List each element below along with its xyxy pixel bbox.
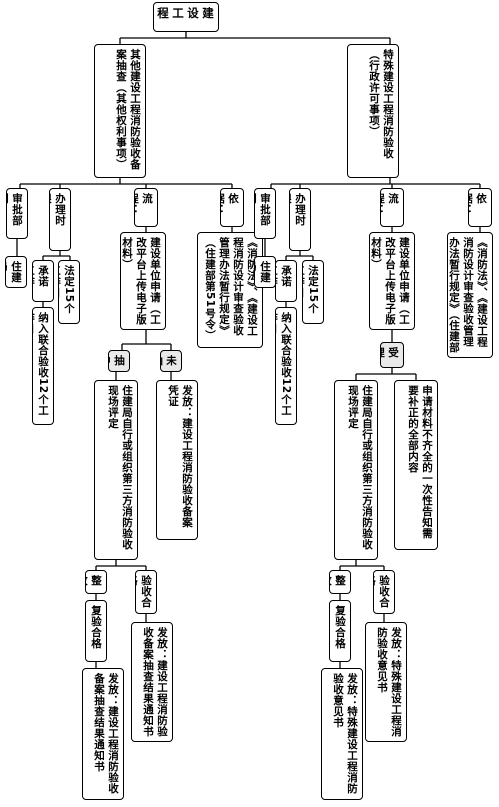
right-accepted: 受理 (380, 342, 404, 368)
left-dept-value: 住建局 (5, 256, 27, 288)
left-recheck-issue: 发放：建设工程消防验收备案抽查结果通知书 (82, 668, 124, 800)
right-basis-label: 依据： (468, 188, 492, 227)
left-accept: 验收合格 (135, 570, 157, 614)
right-flow-label: 流程： (380, 188, 404, 227)
left-time-legal: 法定15个工作日 (58, 260, 80, 324)
left-flow-submit: 建设单位申请（工改平台上传电子版材料） (120, 232, 166, 330)
title-node: 建设工程消防验收流程图 (153, 2, 219, 32)
left-dept-label: 审批部门： (6, 188, 28, 239)
left-flow-label: 流程： (134, 188, 158, 227)
right-rectify: 整改 (329, 570, 351, 594)
left-flow-selected: 抽中 (108, 350, 130, 372)
left-basis-label: 依据： (220, 188, 244, 227)
left-not-selected-issue: 发放：建设工程消防验收备案凭证 (156, 380, 198, 540)
right-accept: 验收合格 (373, 570, 395, 614)
right-dept-value: 住建局 (254, 256, 276, 288)
right-eval: 住建局自行或组织第三方消防验收现场评定 (334, 380, 378, 560)
right-time-promise: 承诺工作日 (275, 260, 297, 302)
left-basis-text: 《消防法》、《建设工程消防设计审查验收管理办法暂行规定》（住建部第51号令） (197, 232, 263, 348)
left-rectify: 整改 (85, 570, 107, 594)
left-recheck: 复验合格 (85, 600, 107, 662)
left-flow-not-selected: 未抽中 (160, 350, 182, 372)
branch-special-node: 特殊建设工程消防验收（行政许可事项） (347, 44, 399, 178)
left-time-promise: 承诺工作日 (32, 260, 54, 302)
right-basis-text: 《消防法》、《建设工程消防设计审查验收管理办法暂行规定》（住建部第51号令） (447, 232, 493, 358)
left-selected-eval: 住建局自行或组织第三方消防验收现场评定 (94, 380, 138, 560)
right-recheck: 复验合格 (329, 600, 351, 662)
left-accept-issue: 发放：建设工程消防验收备案抽查结果通知书 (131, 622, 173, 742)
right-time-joint: 纳入联合验收12个工作日 (275, 307, 297, 425)
left-time-label: 办理时限： (49, 188, 71, 251)
right-recheck-issue: 发放：特殊建设工程消防验收意见书 (321, 668, 363, 800)
right-time-label: 办理时限： (289, 188, 311, 251)
right-dept-label: 审批部门： (254, 188, 276, 239)
right-time-legal: 法定15个工作日 (302, 260, 324, 324)
right-notice: 申请材料不齐全的一次性告知需要补正的全部内容 (394, 380, 438, 550)
branch-other-node: 其他建设工程消防验收备案抽查（其他权利事项） (94, 44, 146, 178)
left-time-joint: 纳入联合验收12个工作日 (32, 307, 54, 425)
right-accept-issue: 发放：特殊建设工程消防验收意见书 (365, 622, 407, 742)
right-flow-submit: 建设单位申请（工改平台上传电子版材料） (369, 232, 415, 330)
